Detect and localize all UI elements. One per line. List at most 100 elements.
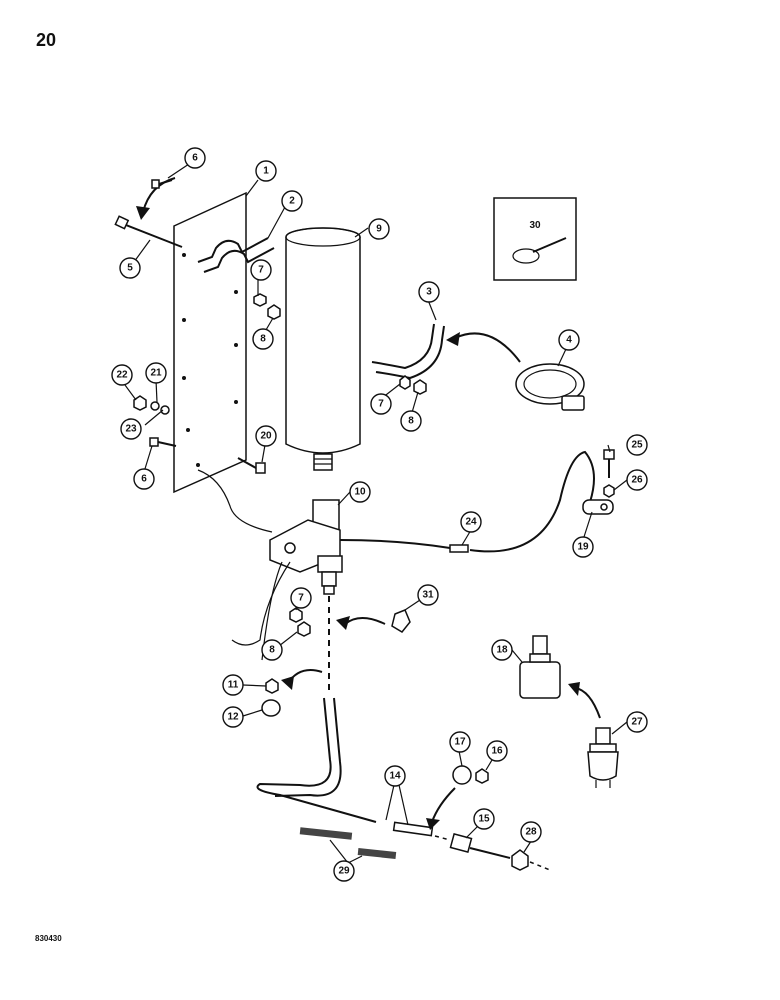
- lock-nut: [413, 379, 427, 395]
- sensor-wire: [339, 539, 451, 549]
- sender-fitting: [449, 832, 511, 859]
- callout-26: 26: [626, 469, 648, 491]
- svg-text:4: 4: [566, 335, 572, 346]
- inset-label: 30: [529, 220, 541, 231]
- callout-4: 4: [558, 329, 580, 351]
- arrow: [454, 332, 521, 363]
- arrow-head: [426, 818, 440, 830]
- callout-17: 17: [449, 731, 471, 753]
- svg-text:22: 22: [116, 370, 128, 381]
- bolt-head: [149, 437, 159, 447]
- wire: [231, 561, 291, 646]
- svg-text:11: 11: [228, 680, 239, 691]
- svg-text:29: 29: [338, 866, 350, 877]
- wire-connector: [449, 544, 469, 553]
- arrow-head: [136, 206, 150, 220]
- figure-id: 830430: [35, 934, 62, 943]
- ring-terminal: [582, 499, 614, 515]
- callout-2: 2: [281, 190, 303, 212]
- svg-text:28: 28: [525, 827, 537, 838]
- fuel-tube: [256, 697, 377, 823]
- svg-text:3: 3: [426, 287, 432, 298]
- hose-clamp: [515, 363, 585, 411]
- arrow: [574, 687, 601, 719]
- callout-28: 28: [520, 821, 542, 843]
- svg-text:5: 5: [127, 263, 133, 274]
- svg-text:14: 14: [389, 771, 401, 782]
- callout-10: 10: [349, 481, 371, 503]
- tube-section: [392, 821, 434, 837]
- arrow-head: [446, 332, 460, 346]
- callout-6-top: 6: [184, 147, 206, 169]
- mounting-plate: [173, 191, 247, 494]
- filter-canister: [285, 227, 361, 471]
- callout-18: 18: [491, 639, 513, 661]
- arrow: [431, 787, 456, 823]
- callout-7-clamp: 7: [370, 393, 392, 415]
- callout-3: 3: [418, 281, 440, 303]
- callout-7-lower: 7: [290, 587, 312, 609]
- callout-11: 11: [222, 674, 244, 696]
- bracket-upper: [197, 237, 269, 263]
- callout-29: 29: [333, 860, 355, 882]
- nut: [603, 484, 615, 498]
- callout-8-lower: 8: [261, 639, 283, 661]
- fitting-sleeve: [265, 678, 279, 694]
- callout-6-lower: 6: [133, 468, 155, 490]
- callout-12: 12: [222, 706, 244, 728]
- bolt-top: [151, 179, 173, 189]
- callout-16: 16: [486, 740, 508, 762]
- callout-5: 5: [119, 257, 141, 279]
- svg-text:24: 24: [465, 517, 477, 528]
- callout-24: 24: [460, 511, 482, 533]
- callout-19: 19: [572, 536, 594, 558]
- callout-7-upper: 7: [250, 259, 272, 281]
- lock-nut: [267, 304, 281, 320]
- arrow: [344, 617, 386, 625]
- callout-22: 22: [111, 364, 133, 386]
- callout-14: 14: [384, 765, 406, 787]
- callout-9: 9: [368, 218, 390, 240]
- svg-text:7: 7: [298, 593, 304, 604]
- callout-25: 25: [626, 434, 648, 456]
- spring-guard: [299, 827, 397, 859]
- fitting-nut: [452, 765, 472, 785]
- svg-text:8: 8: [408, 416, 414, 427]
- bolt-head: [603, 449, 615, 460]
- nut: [289, 607, 303, 623]
- long-bolt: [114, 215, 183, 248]
- cable-tie-inset: 30: [493, 197, 577, 281]
- push-switch: [587, 727, 619, 788]
- svg-text:26: 26: [631, 475, 643, 486]
- fitting-nut: [511, 849, 529, 871]
- svg-text:17: 17: [454, 737, 466, 748]
- svg-text:10: 10: [354, 487, 366, 498]
- filter-head: [269, 499, 343, 595]
- callout-20: 20: [255, 425, 277, 447]
- svg-text:1: 1: [263, 166, 269, 177]
- svg-text:8: 8: [269, 645, 275, 656]
- svg-text:21: 21: [150, 368, 162, 379]
- svg-text:25: 25: [631, 440, 643, 451]
- fitting-sleeve: [475, 768, 489, 784]
- svg-text:18: 18: [496, 645, 508, 656]
- svg-text:19: 19: [577, 542, 589, 553]
- svg-text:9: 9: [376, 224, 382, 235]
- bracket-upper-edge: [203, 247, 275, 273]
- nut: [399, 375, 411, 390]
- elbow-fitting: [391, 609, 411, 633]
- svg-text:15: 15: [478, 814, 490, 825]
- clamp-strap: [371, 323, 435, 370]
- callout-8-clamp: 8: [400, 410, 422, 432]
- ground-wire: [197, 469, 273, 533]
- callout-27: 27: [626, 711, 648, 733]
- callout-23: 23: [120, 418, 142, 440]
- svg-text:27: 27: [631, 717, 643, 728]
- nut: [253, 293, 267, 307]
- lock-nut: [297, 621, 311, 637]
- sensor-wire: [469, 450, 595, 553]
- callout-21: 21: [145, 362, 167, 384]
- leader-lines: [124, 163, 628, 864]
- callout-8-upper: 8: [252, 328, 274, 350]
